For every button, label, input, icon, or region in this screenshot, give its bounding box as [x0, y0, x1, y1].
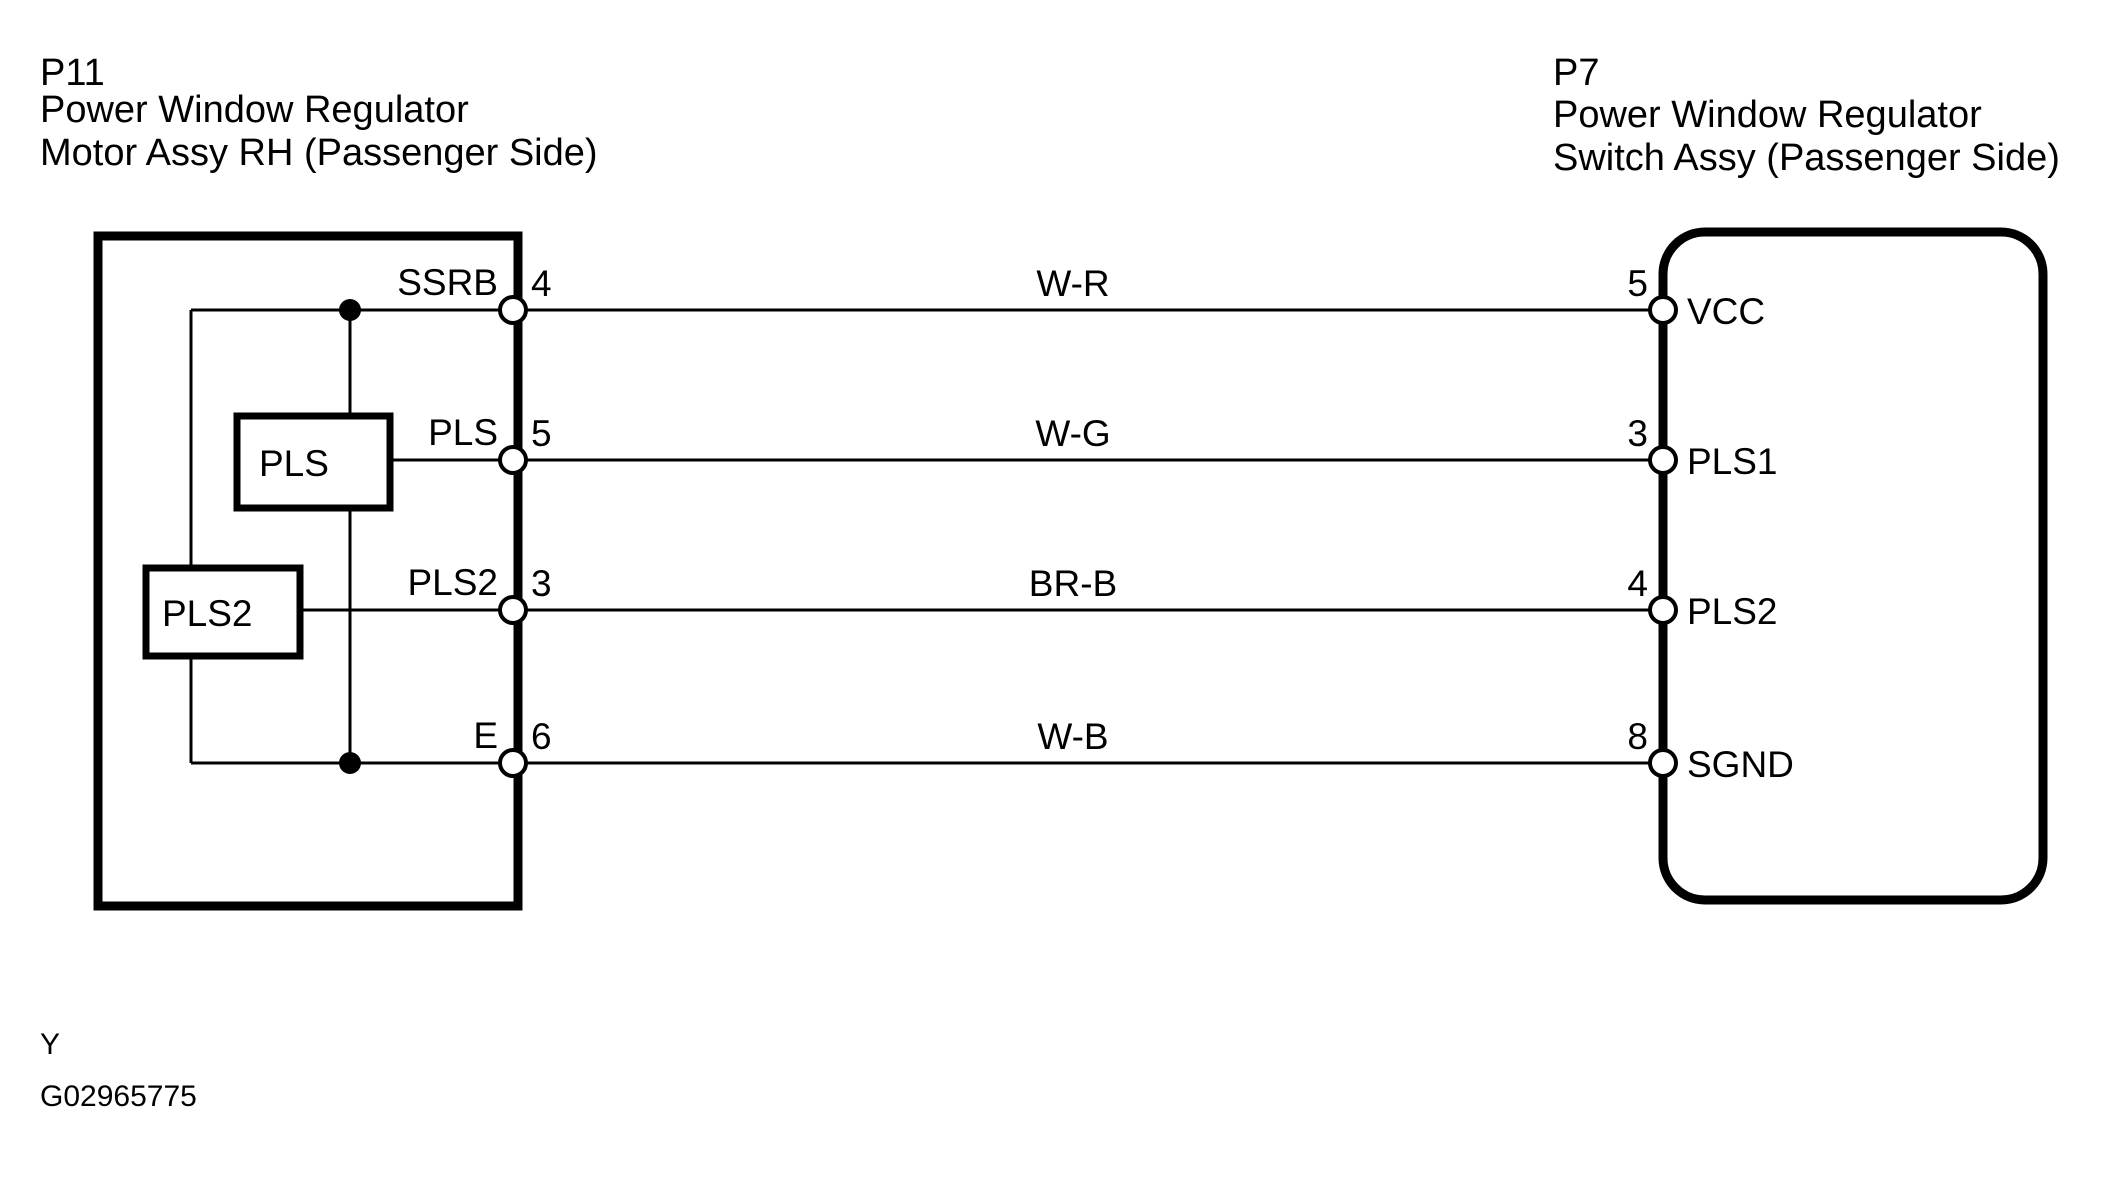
right-terminal-4[interactable] [1648, 595, 1678, 625]
right-signal-name-0: VCC [1687, 291, 1765, 332]
wire-color-label-1: W-G [1035, 413, 1110, 454]
right-terminal-3[interactable] [1648, 445, 1678, 475]
left-terminal-3[interactable] [498, 595, 528, 625]
wire-color-label-0: W-R [1036, 263, 1109, 304]
wire-color-label-2: BR-B [1029, 563, 1117, 604]
right-pin-number-3: 8 [1627, 716, 1648, 757]
right-signal-name-2: PLS2 [1687, 591, 1778, 632]
left-connector-name-line1: Power Window Regulator [40, 89, 469, 131]
right-pin-number-1: 3 [1627, 413, 1648, 454]
right-terminal-8[interactable] [1648, 748, 1678, 778]
left-signal-name-3: E [473, 715, 498, 756]
right-signal-name-1: PLS1 [1687, 441, 1778, 482]
pls2-sensor-label: PLS2 [162, 593, 253, 634]
junction-dot-e [339, 752, 361, 774]
left-connector-code: P11 [40, 52, 105, 94]
right-terminal-5[interactable] [1648, 295, 1678, 325]
left-pin-number-2: 3 [531, 563, 552, 604]
left-terminal-6[interactable] [498, 748, 528, 778]
left-connector-name-line2: Motor Assy RH (Passenger Side) [40, 132, 598, 174]
right-signal-name-3: SGND [1687, 744, 1794, 785]
footer-revision: Y [40, 1028, 60, 1061]
right-connector-name-line2: Switch Assy (Passenger Side) [1553, 137, 2060, 179]
right-connector-code: P7 [1553, 52, 1599, 94]
right-pin-number-0: 5 [1627, 263, 1648, 304]
left-connector-body [93, 231, 523, 911]
left-signal-name-0: SSRB [397, 262, 498, 303]
pls-sensor-label: PLS [259, 443, 329, 484]
left-signal-name-1: PLS [428, 412, 498, 453]
right-connector-body [1658, 227, 2048, 905]
right-connector-name-line1: Power Window Regulator [1553, 94, 1982, 136]
left-pin-number-0: 4 [531, 263, 552, 304]
pls-sensor-box [233, 412, 394, 512]
footer-figure-id: G02965775 [40, 1080, 197, 1113]
left-signal-name-2: PLS2 [407, 562, 498, 603]
pls2-sensor-box [142, 564, 304, 660]
junction-dot-ssrb [339, 299, 361, 321]
wire-color-label-3: W-B [1037, 716, 1108, 757]
right-pin-number-2: 4 [1627, 563, 1648, 604]
left-pin-number-1: 5 [531, 413, 552, 454]
left-pin-number-3: 6 [531, 716, 552, 757]
left-terminal-4[interactable] [498, 295, 528, 325]
left-terminal-5[interactable] [498, 445, 528, 475]
